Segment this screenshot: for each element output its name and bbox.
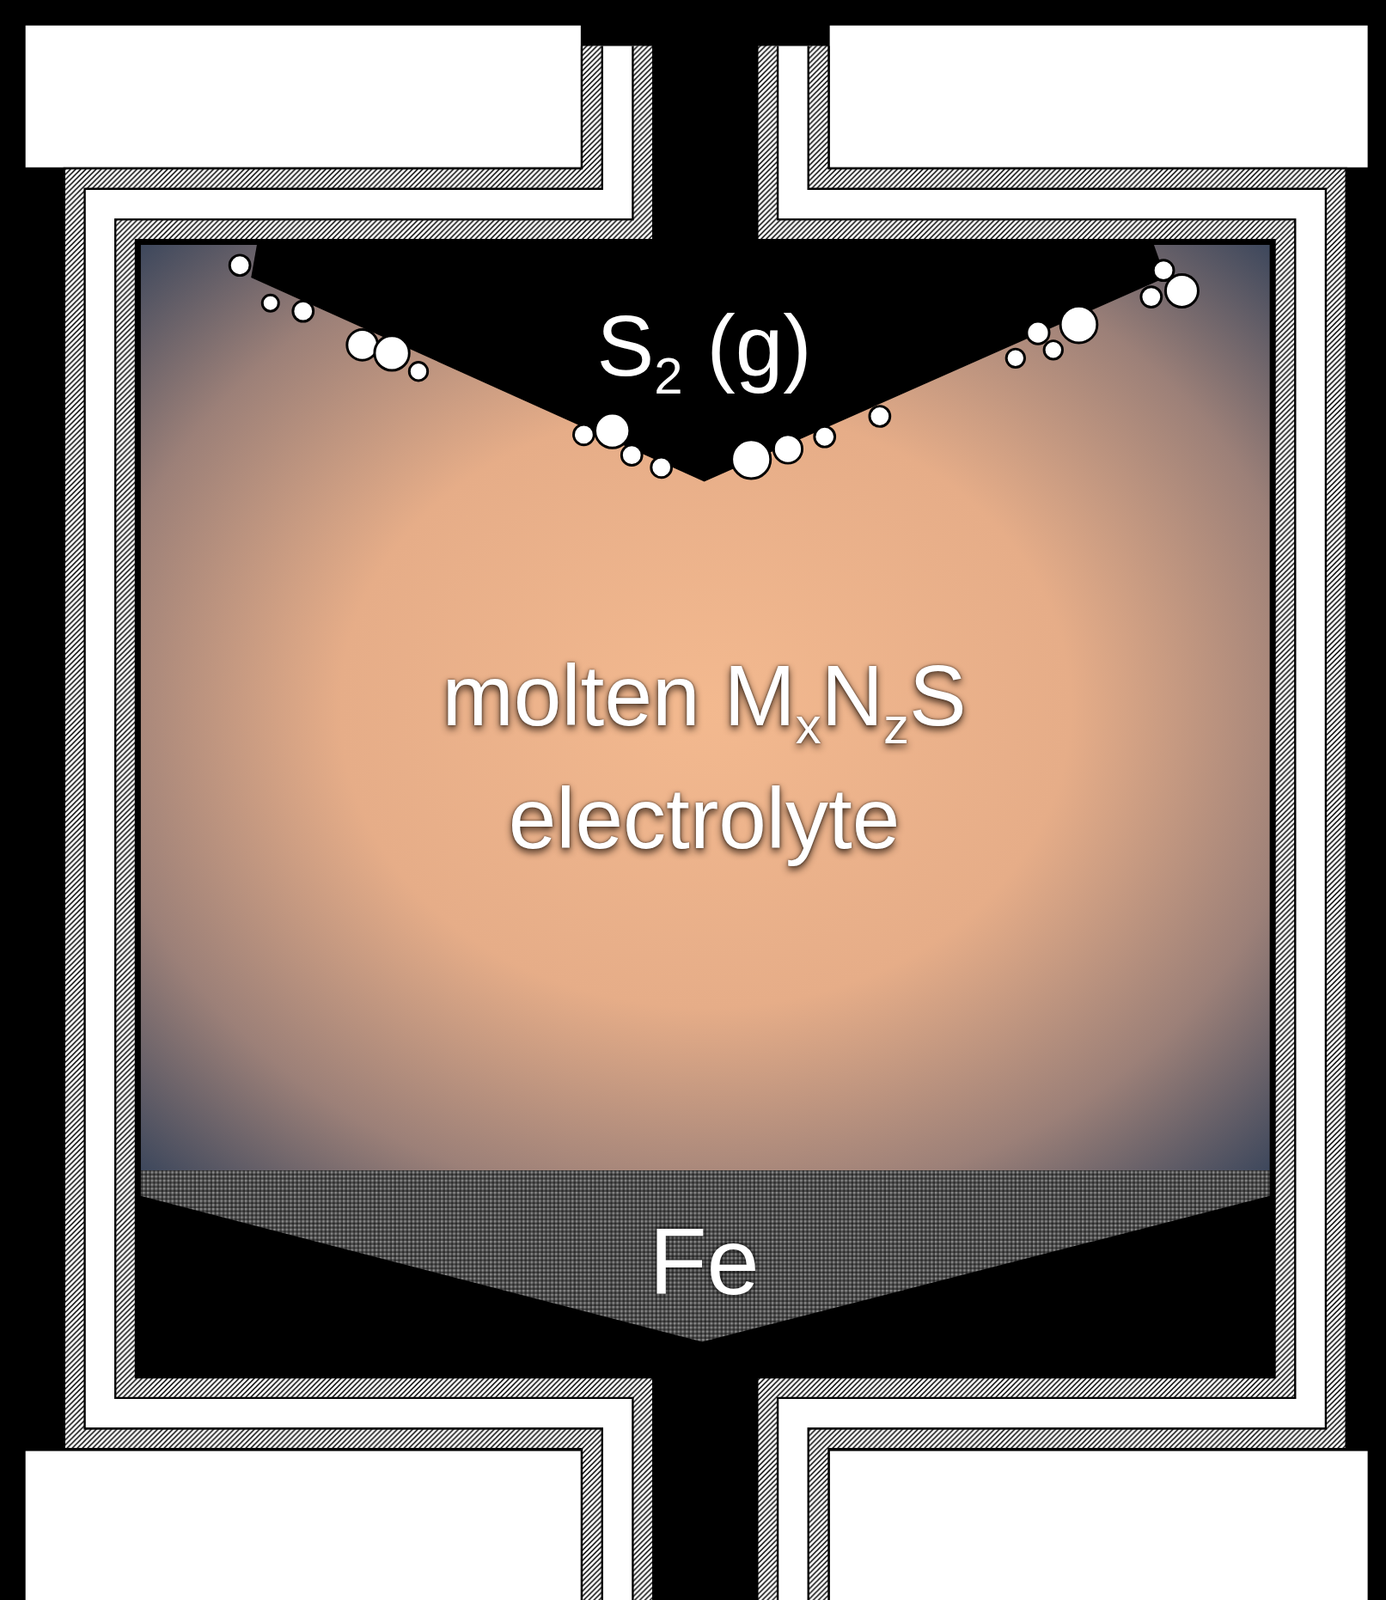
bubble: [1006, 348, 1025, 367]
bubble: [773, 434, 802, 464]
cell-interior: [139, 243, 1272, 1375]
bubble: [651, 457, 672, 478]
region-label: molten MxNzS electrolyte: [326, 637, 1083, 877]
bubble: [1141, 286, 1162, 308]
bubble: [293, 300, 314, 322]
white-panel: [25, 1451, 581, 1600]
molten-electrolyte: [140, 244, 1270, 1171]
text-run: N: [821, 647, 884, 744]
bubble: [814, 426, 836, 447]
subscript: x: [795, 696, 822, 755]
electrolyte-region: molten MxNzS electrolyte: [317, 632, 1092, 882]
bubble: [573, 424, 595, 446]
bubble: [621, 445, 642, 466]
iron-pool: [140, 1170, 1270, 1343]
bubble: [1026, 321, 1050, 344]
white-panel: [25, 25, 581, 168]
bubble: [1044, 341, 1063, 360]
text-run: molten M: [441, 647, 795, 744]
bubble: [594, 413, 629, 448]
bubble: [1060, 305, 1098, 343]
gas-bubbles: [229, 255, 1198, 479]
bubble: [262, 294, 279, 312]
iron-region: Fe: [640, 1192, 768, 1332]
subscript: 2: [653, 347, 683, 405]
bubble: [732, 439, 771, 479]
top-electrode: [653, 0, 757, 247]
bubble: [869, 406, 891, 428]
region-label: Fe: [648, 1197, 759, 1326]
bubble: [1165, 274, 1198, 307]
bubble: [374, 335, 410, 371]
bubble: [229, 255, 251, 276]
gas-region: S2 (g): [588, 282, 821, 416]
white-panel: [830, 25, 1368, 168]
region-label: S2 (g): [597, 287, 813, 411]
white-panel: [830, 1451, 1368, 1600]
subscript: z: [883, 696, 910, 755]
sulfur-gas-pocket: [250, 243, 1166, 483]
bubble: [409, 362, 428, 381]
bottom-electrode: [653, 1367, 757, 1600]
bubble: [347, 329, 379, 361]
text-run: Fe: [648, 1208, 759, 1314]
text-run: (g): [683, 297, 813, 394]
cell-wall: [74, 45, 1337, 1600]
text-run: S: [597, 297, 655, 394]
